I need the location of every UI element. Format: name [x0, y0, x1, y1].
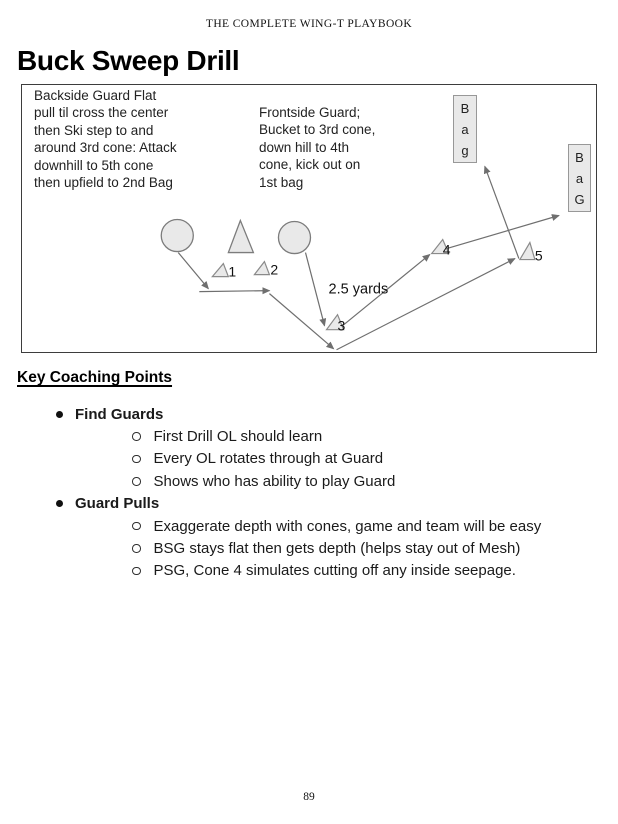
bullet-circle-icon	[132, 432, 141, 441]
bag-2: B a G	[568, 144, 591, 212]
arrow-cone4-kickout-to-bag2	[446, 214, 560, 250]
bag-1: B a g	[453, 95, 477, 163]
list-item: Exaggerate depth with cones, game and te…	[0, 515, 618, 537]
coaching-subpoint: First Drill OL should learn	[153, 428, 323, 446]
list-item: Find Guards	[0, 403, 618, 425]
cone-3-label: 3	[338, 318, 346, 334]
bullet-dot-icon	[56, 500, 63, 508]
list-item: BSG stays flat then gets depth (helps st…	[0, 537, 618, 559]
arrow-downhill-to-cone5	[336, 258, 516, 351]
player-circle-2	[277, 220, 312, 255]
drill-route-canvas: 1 2 3 4 5 2.5 yards	[160, 165, 560, 351]
coaching-subpoint: Shows who has ability to play Guard	[153, 472, 396, 490]
bullet-circle-icon	[132, 566, 141, 576]
distance-label: 2.5 yards	[329, 282, 389, 298]
backside-guard-note: Backside Guard Flat pull til cross the c…	[34, 88, 177, 191]
arrow-cone3-to-cone4	[342, 253, 431, 327]
bullet-circle-icon	[132, 477, 141, 486]
cone-2-label: 2	[270, 262, 278, 278]
coaching-point-label: Find Guards	[75, 405, 164, 423]
coaching-subpoint: Exaggerate depth with cones, game and te…	[153, 517, 542, 535]
cone-5	[518, 241, 536, 261]
page-number: 89	[303, 791, 315, 803]
cone-3	[325, 313, 345, 331]
bullet-circle-icon	[132, 521, 141, 531]
page-title: Buck Sweep Drill	[17, 45, 240, 76]
frontside-guard-note: Frontside Guard; Bucket to 3rd cone, dow…	[259, 105, 376, 190]
bullet-circle-icon	[132, 454, 141, 464]
list-item: PSG, Cone 4 simulates cutting off any in…	[0, 560, 618, 582]
coaching-subpoint: Every OL rotates through at Guard	[153, 450, 384, 468]
player-circle-1	[160, 218, 194, 253]
running-header: THE COMPLETE WING-T PLAYBOOK	[205, 18, 413, 30]
drill-diagram: Backside Guard Flat pull til cross the c…	[21, 84, 597, 353]
coaching-points-list: Find Guards First Drill OL should learn …	[0, 403, 618, 582]
coaching-subpoint: PSG, Cone 4 simulates cutting off any in…	[153, 562, 516, 580]
list-item: Every OL rotates through at Guard	[0, 448, 618, 470]
cone-1-label: 1	[228, 264, 236, 280]
cone-2	[253, 260, 271, 276]
list-item: Shows who has ability to play Guard	[0, 470, 618, 492]
arrow-cone5-upfield-to-bag1	[483, 165, 520, 259]
bullet-dot-icon	[56, 410, 63, 418]
coaching-subpoint: BSG stays flat then gets depth (helps st…	[153, 540, 521, 558]
coaching-point-label: Guard Pulls	[75, 495, 160, 513]
bullet-circle-icon	[132, 544, 141, 553]
list-item: Guard Pulls	[0, 493, 618, 515]
player-triangle	[227, 218, 255, 254]
arrow-ski-step-down	[269, 293, 335, 350]
arrow-backside-pull	[177, 252, 209, 290]
cone-5-label: 5	[535, 248, 543, 264]
cone-4	[430, 238, 450, 255]
arrow-flat-across-center	[199, 287, 271, 295]
arrow-frontside-bucket-to-cone3	[304, 252, 327, 327]
cone-1	[211, 262, 230, 278]
coaching-points-heading: Key Coaching Points	[17, 369, 173, 386]
cone-4-label: 4	[443, 242, 451, 258]
list-item: First Drill OL should learn	[0, 425, 618, 447]
